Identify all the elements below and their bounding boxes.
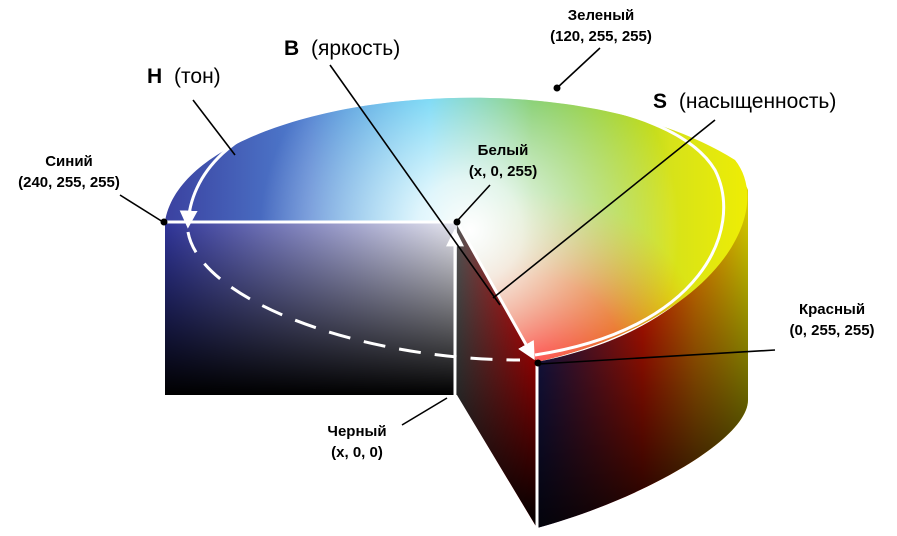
point-blue <box>160 218 168 226</box>
black-value: (x, 0, 0) <box>331 444 383 461</box>
leader-black <box>401 397 448 426</box>
saturation-label: S (насыщенность) <box>653 90 836 113</box>
leader-hue <box>192 99 236 156</box>
point-white <box>453 218 461 226</box>
guide-lines <box>165 92 726 528</box>
white-name: Белый <box>478 142 529 159</box>
green-name: Зеленый <box>568 7 635 24</box>
leader-green <box>556 47 601 89</box>
hue-label: H (тон) <box>147 65 221 88</box>
red-name: Красный <box>799 301 865 318</box>
blue-name: Синий <box>45 153 93 170</box>
red-value: (0, 255, 255) <box>789 322 874 339</box>
leader-red <box>538 349 776 365</box>
white-value: (x, 0, 255) <box>469 163 537 180</box>
black-name: Черный <box>327 423 386 440</box>
leader-saturation <box>492 119 716 299</box>
blue-value: (240, 255, 255) <box>18 174 120 191</box>
point-green <box>553 84 561 92</box>
green-value: (120, 255, 255) <box>550 28 652 45</box>
leader-white <box>457 184 491 221</box>
axis-labels: H (тон) B (яркость) S (насыщенность) <box>147 37 836 113</box>
brightness-label: B (яркость) <box>284 37 400 60</box>
saturation-radius <box>455 221 535 361</box>
point-dots <box>160 84 561 367</box>
leader-lines <box>119 47 776 426</box>
point-red <box>534 359 542 367</box>
leader-blue <box>119 194 164 223</box>
leader-brightness <box>329 64 501 306</box>
point-labels: Зеленый (120, 255, 255) Синий (240, 255,… <box>18 7 874 461</box>
hue-arc <box>179 92 726 357</box>
